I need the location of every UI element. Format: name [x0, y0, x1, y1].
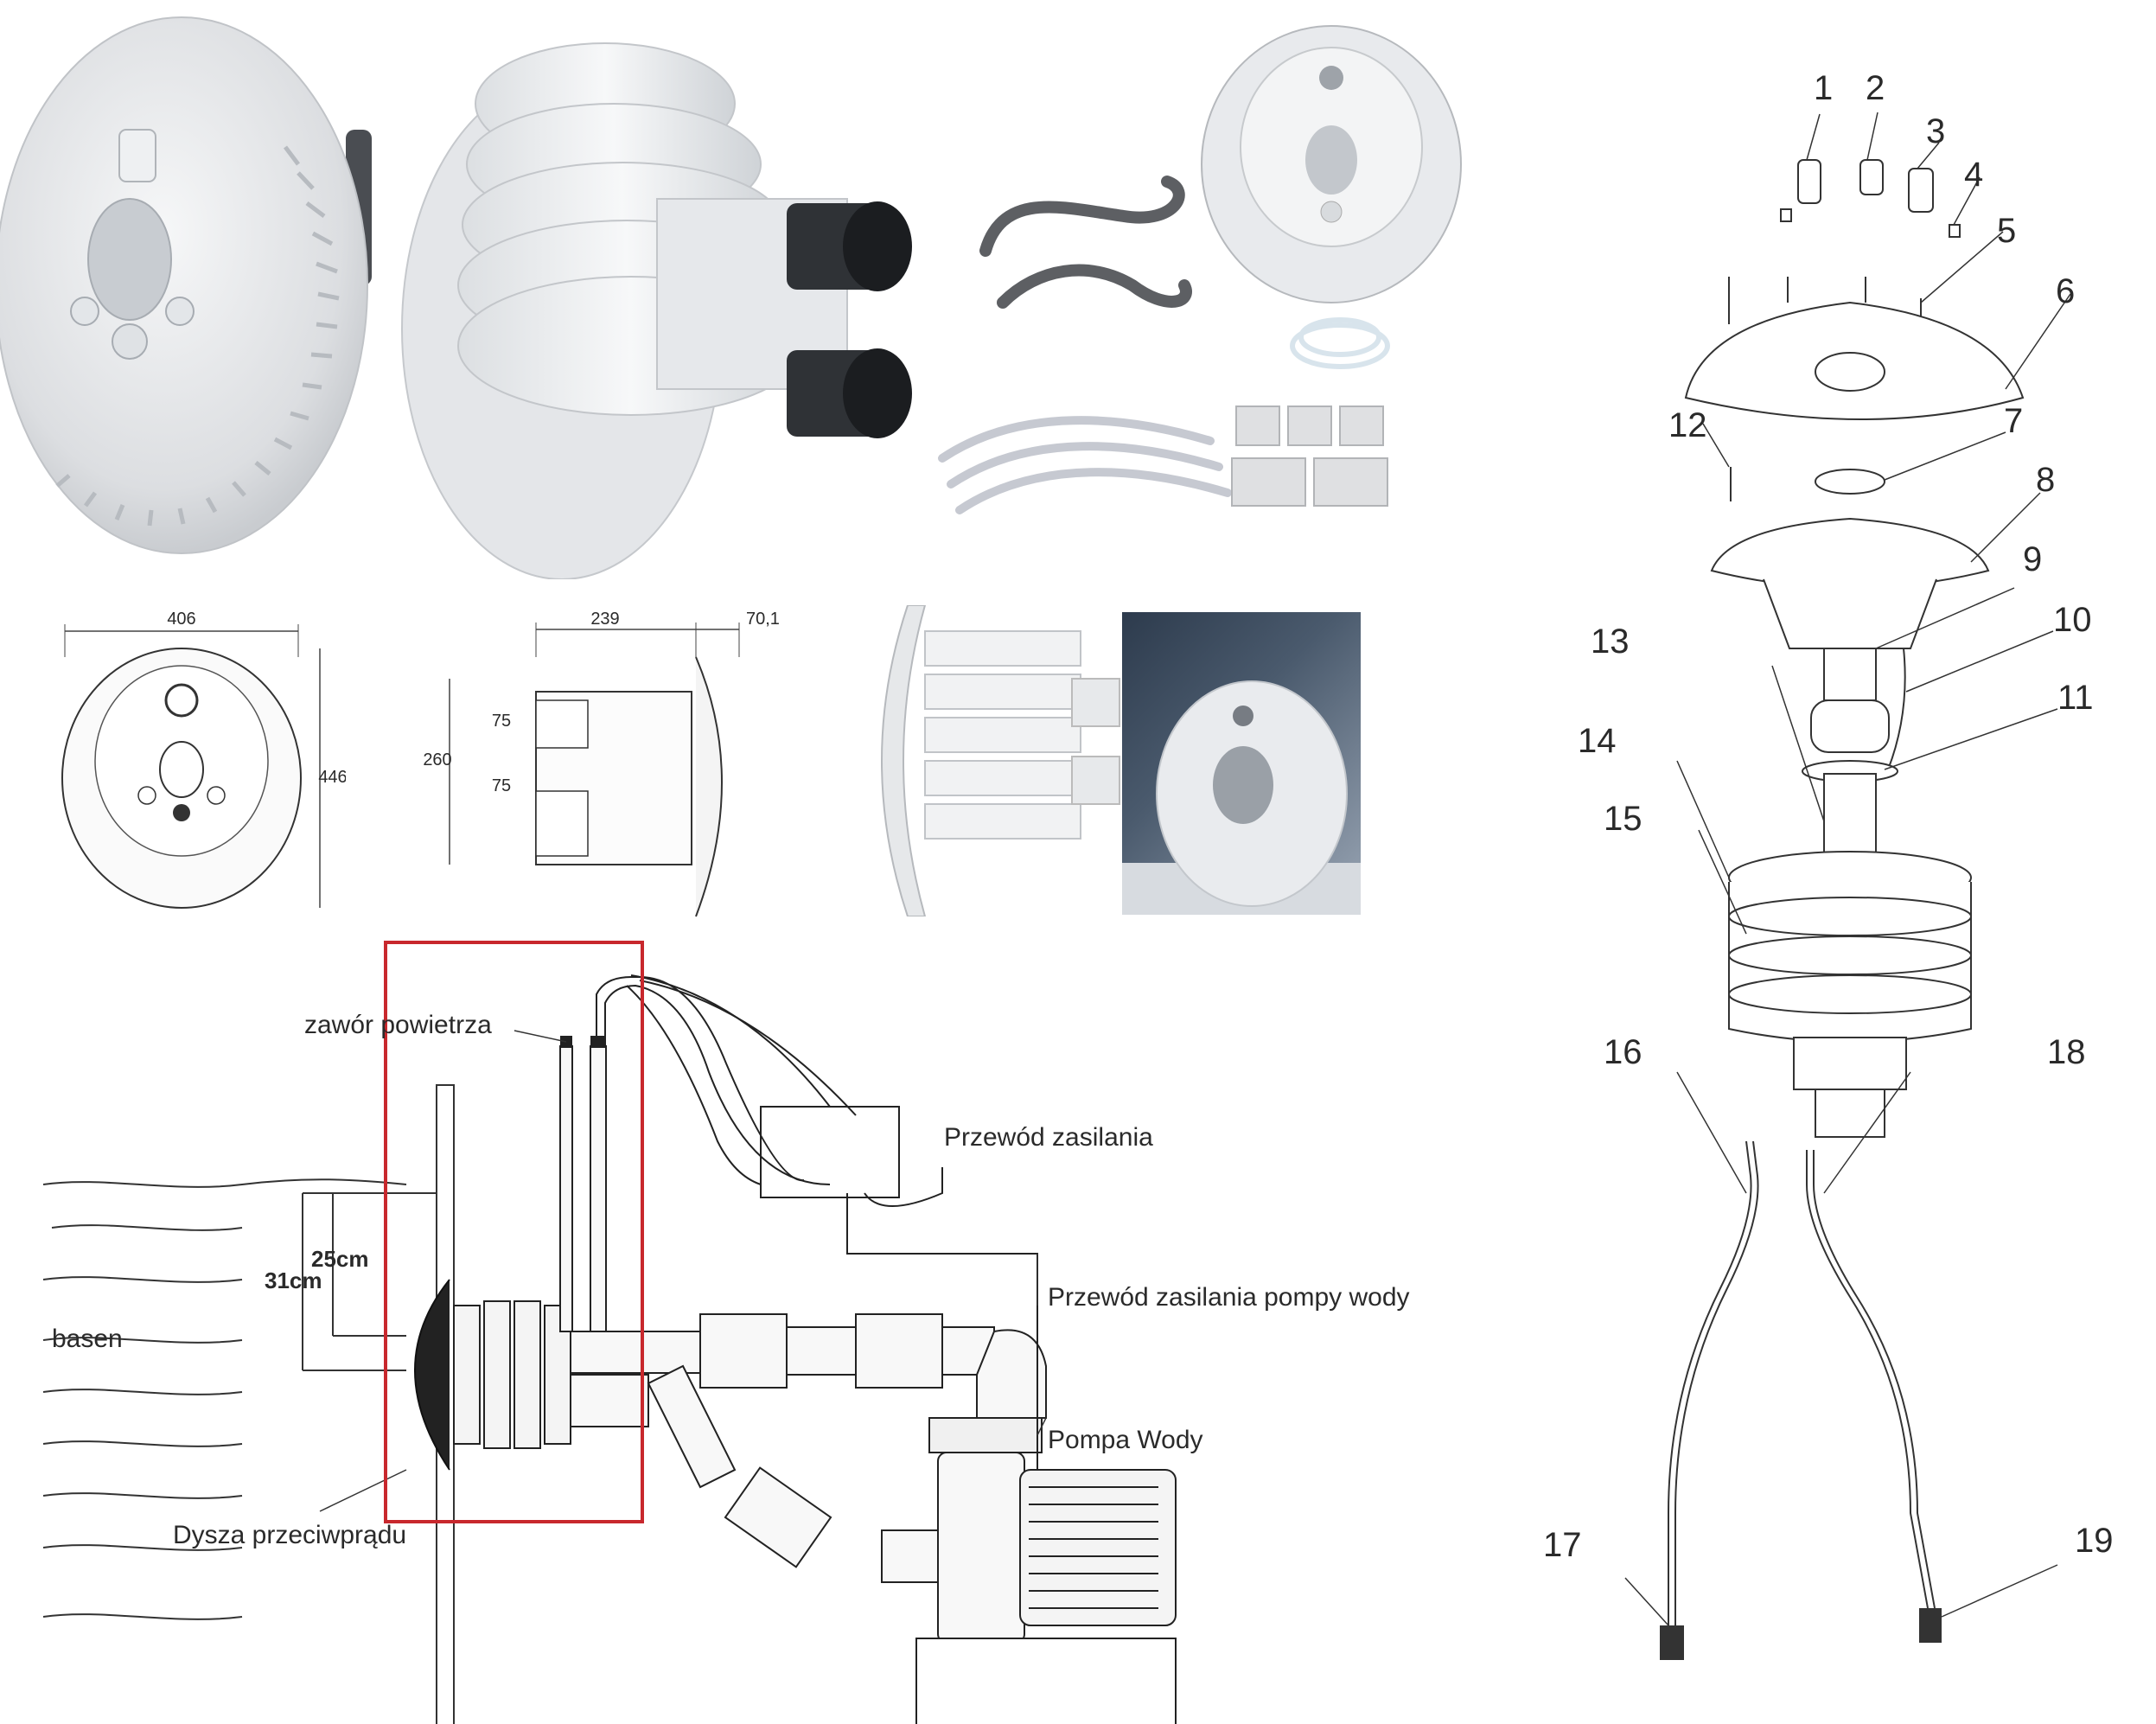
part-label-13: 13 [1591, 623, 1630, 661]
air-valve-label: zawór powietrza [304, 1011, 492, 1039]
product-photo-cover [1201, 25, 1462, 303]
side-face-label: 70,1 [746, 610, 780, 629]
side-depth-label: 239 [590, 610, 619, 629]
front-view-drawing: 406 446 [61, 610, 346, 909]
part-label-4: 4 [1964, 156, 1983, 194]
part-label-16: 16 [1604, 1033, 1643, 1071]
part-label-5: 5 [1997, 212, 2016, 250]
part-label-6: 6 [2056, 272, 2075, 310]
part-label-14: 14 [1578, 722, 1617, 760]
part-label-18: 18 [2047, 1033, 2086, 1071]
nozzle-label: Dysza przeciwprądu [173, 1521, 406, 1549]
part-label-15: 15 [1604, 800, 1643, 838]
product-photo-accessories [938, 176, 1390, 514]
pump-power-cable-label: Przewód zasilania pompy wody [1048, 1283, 1410, 1312]
front-width-label: 406 [167, 610, 195, 629]
part-label-19: 19 [2075, 1522, 2114, 1560]
part-label-11: 11 [2057, 679, 2094, 717]
side-view-drawing: 239 70,1 260 75 75 [423, 610, 780, 917]
part-label-1: 1 [1814, 69, 1833, 107]
installation-diagram: 25cm 31cm basen [42, 941, 1410, 1724]
product-photo-front [0, 16, 372, 554]
depth-upper-label: 25cm [311, 1246, 369, 1272]
part-label-3: 3 [1926, 112, 1945, 150]
part-label-12: 12 [1668, 406, 1707, 444]
control-box [760, 1106, 900, 1198]
pipe-upper-label: 75 [492, 712, 511, 731]
depth-lower-label: 31cm [265, 1267, 322, 1293]
power-cable-label: Przewód zasilania [944, 1123, 1153, 1152]
side-height-label: 260 [423, 750, 451, 769]
pipe-lower-label: 75 [492, 776, 511, 795]
highlight-frame [384, 941, 644, 1523]
front-height-label: 446 [318, 768, 346, 787]
part-label-17: 17 [1543, 1526, 1582, 1564]
side-photo [881, 605, 1120, 916]
product-photo-body [401, 42, 912, 579]
part-label-8: 8 [2036, 461, 2055, 499]
part-label-10: 10 [2053, 601, 2092, 639]
pool-label: basen [52, 1325, 123, 1353]
water-pump [915, 1452, 1177, 1724]
part-label-9: 9 [2023, 540, 2042, 578]
installed-photo [1122, 612, 1361, 915]
water-pump-label: Pompa Wody [1048, 1426, 1203, 1454]
part-label-2: 2 [1866, 69, 1885, 107]
exploded-view: 1 2 3 4 5 6 7 8 9 10 11 12 13 14 15 16 1… [1543, 69, 2114, 1660]
part-label-7: 7 [2004, 402, 2023, 440]
